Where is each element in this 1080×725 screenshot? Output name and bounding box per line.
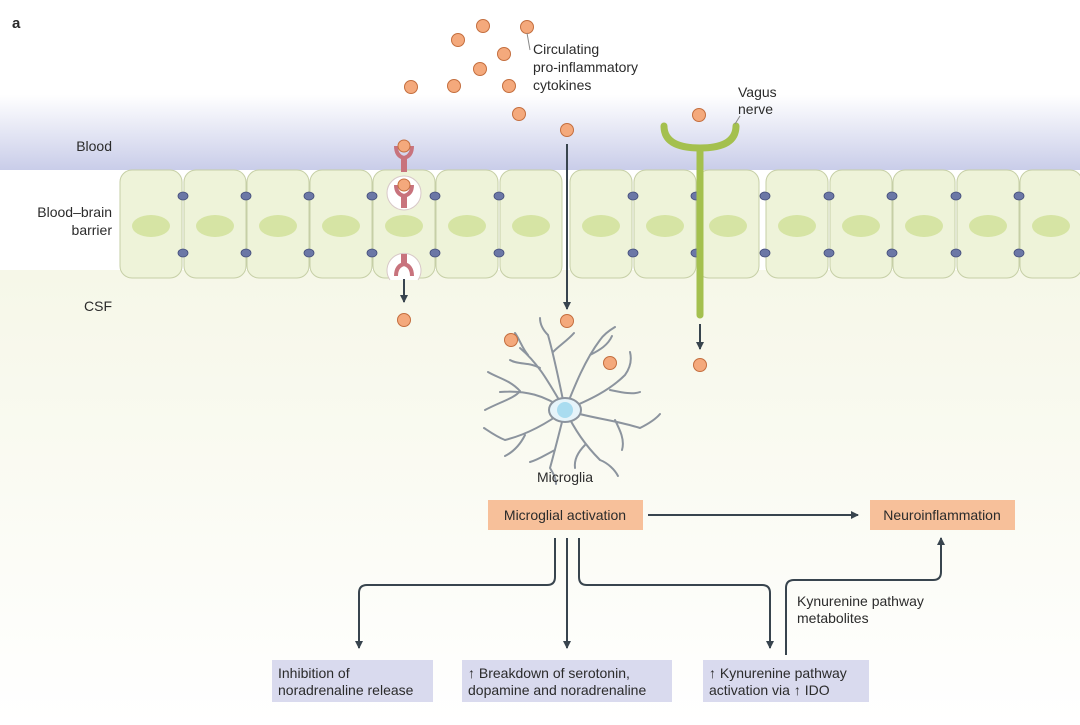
- cell-nucleus: [905, 215, 943, 237]
- receptor-transport: [386, 139, 422, 281]
- bbb-label-line1: Blood–brain: [37, 204, 112, 220]
- inhibition-box-line1: Inhibition of: [278, 665, 350, 681]
- tight-junction: [366, 248, 378, 258]
- microglia-cytokine-1: [504, 333, 518, 347]
- csf-cytokine-1: [397, 313, 411, 327]
- cytokine-particle: [520, 20, 534, 34]
- blood-label: Blood: [76, 138, 112, 154]
- neuroinflammation-box: [870, 500, 1015, 530]
- pathway-arrows: [355, 511, 945, 655]
- cell-nucleus: [969, 215, 1007, 237]
- tight-junction: [366, 191, 378, 201]
- tight-junction: [240, 191, 252, 201]
- kynurenine-box: [703, 660, 869, 702]
- kynurenine-box-line1: ↑ Kynurenine pathway: [709, 665, 847, 681]
- tight-junction: [429, 248, 441, 258]
- tight-junction: [493, 191, 505, 201]
- blood-brain-barrier-cells: [119, 169, 1080, 279]
- tight-junction: [950, 191, 962, 201]
- tight-junction: [759, 248, 771, 258]
- tight-junction: [823, 191, 835, 201]
- cytokine-particle: [451, 33, 465, 47]
- arrow-metabolites-to-neuroinflammation: [785, 537, 945, 655]
- upper-vesicle: [386, 175, 422, 211]
- cell-nucleus: [646, 215, 684, 237]
- cytokine-label-line3: cytokines: [533, 77, 591, 93]
- csf-cytokine-3: [693, 358, 707, 372]
- bound-cytokine: [397, 139, 411, 153]
- csf-region: [0, 270, 1080, 725]
- blood-region: [0, 95, 1080, 170]
- vagus-label-line1: Vagus: [738, 84, 777, 100]
- tight-junction: [627, 191, 639, 201]
- cytokine-particle: [502, 79, 516, 93]
- cytokine-particle: [476, 19, 490, 33]
- metabolites-label-line1: Kynurenine pathway: [797, 593, 924, 609]
- tight-junction: [303, 248, 315, 258]
- tight-junction: [823, 248, 835, 258]
- cell-nucleus: [512, 215, 550, 237]
- activation-box-label: Microglial activation: [504, 507, 626, 523]
- tight-junction: [303, 191, 315, 201]
- cytokine-leader: [526, 32, 531, 51]
- cytokine-label-line2: pro-inflammatory: [533, 59, 638, 75]
- tight-junction: [886, 191, 898, 201]
- cell-nucleus: [259, 215, 297, 237]
- cell-nucleus: [322, 215, 360, 237]
- microglia-cytokine-2: [603, 356, 617, 370]
- cytokine-particle: [512, 107, 526, 121]
- cytokine-particle: [560, 123, 574, 137]
- neuroinflammation-box-label: Neuroinflammation: [883, 507, 1001, 523]
- panel-label: a: [12, 15, 21, 32]
- cell-nucleus: [842, 215, 880, 237]
- csf-cytokine-2: [560, 314, 574, 328]
- microglia-cell: [483, 317, 661, 485]
- tight-junction: [886, 248, 898, 258]
- csf-label: CSF: [84, 298, 112, 314]
- cell-nucleus: [132, 215, 170, 237]
- transport-arrows: [400, 144, 704, 350]
- cytokine-particle: [473, 62, 487, 76]
- tight-junction: [627, 248, 639, 258]
- activation-box: [488, 500, 643, 530]
- tight-junction: [1013, 248, 1025, 258]
- tight-junction: [493, 248, 505, 258]
- cell-nucleus: [385, 215, 423, 237]
- bbb-label-line2: barrier: [72, 222, 113, 238]
- cytokine-particle: [404, 80, 418, 94]
- cell-nucleus: [778, 215, 816, 237]
- vagus-nerve: [660, 108, 741, 319]
- arrow-to-kynurenine: [578, 538, 774, 649]
- tight-junction: [429, 191, 441, 201]
- cytokine-particle: [447, 79, 461, 93]
- tight-junction: [177, 191, 189, 201]
- tight-junction: [1013, 191, 1025, 201]
- cell-nucleus: [582, 215, 620, 237]
- breakdown-box-line1: ↑ Breakdown of serotonin,: [468, 665, 630, 681]
- cytokine-cluster: [404, 19, 574, 137]
- cytokine-particle: [497, 47, 511, 61]
- breakdown-box: [462, 660, 672, 702]
- breakdown-box-line2: dopamine and noradrenaline: [468, 682, 646, 698]
- cell-nucleus: [196, 215, 234, 237]
- kynurenine-box-line2: activation via ↑ IDO: [709, 682, 830, 698]
- tight-junction: [759, 191, 771, 201]
- cell-nucleus: [709, 215, 747, 237]
- cell-nucleus: [1032, 215, 1070, 237]
- inhibition-box: [272, 660, 433, 702]
- tight-junction: [177, 248, 189, 258]
- metabolites-label-line2: metabolites: [797, 610, 869, 626]
- microglia-label: Microglia: [537, 469, 593, 485]
- inhibition-box-line2: noradrenaline release: [278, 682, 414, 698]
- arrow-to-inhibition: [355, 538, 556, 649]
- cytokine-label-line1: Circulating: [533, 41, 599, 57]
- cell-nucleus: [448, 215, 486, 237]
- tight-junction: [950, 248, 962, 258]
- tight-junction: [240, 248, 252, 258]
- vagus-label-line2: nerve: [738, 101, 773, 117]
